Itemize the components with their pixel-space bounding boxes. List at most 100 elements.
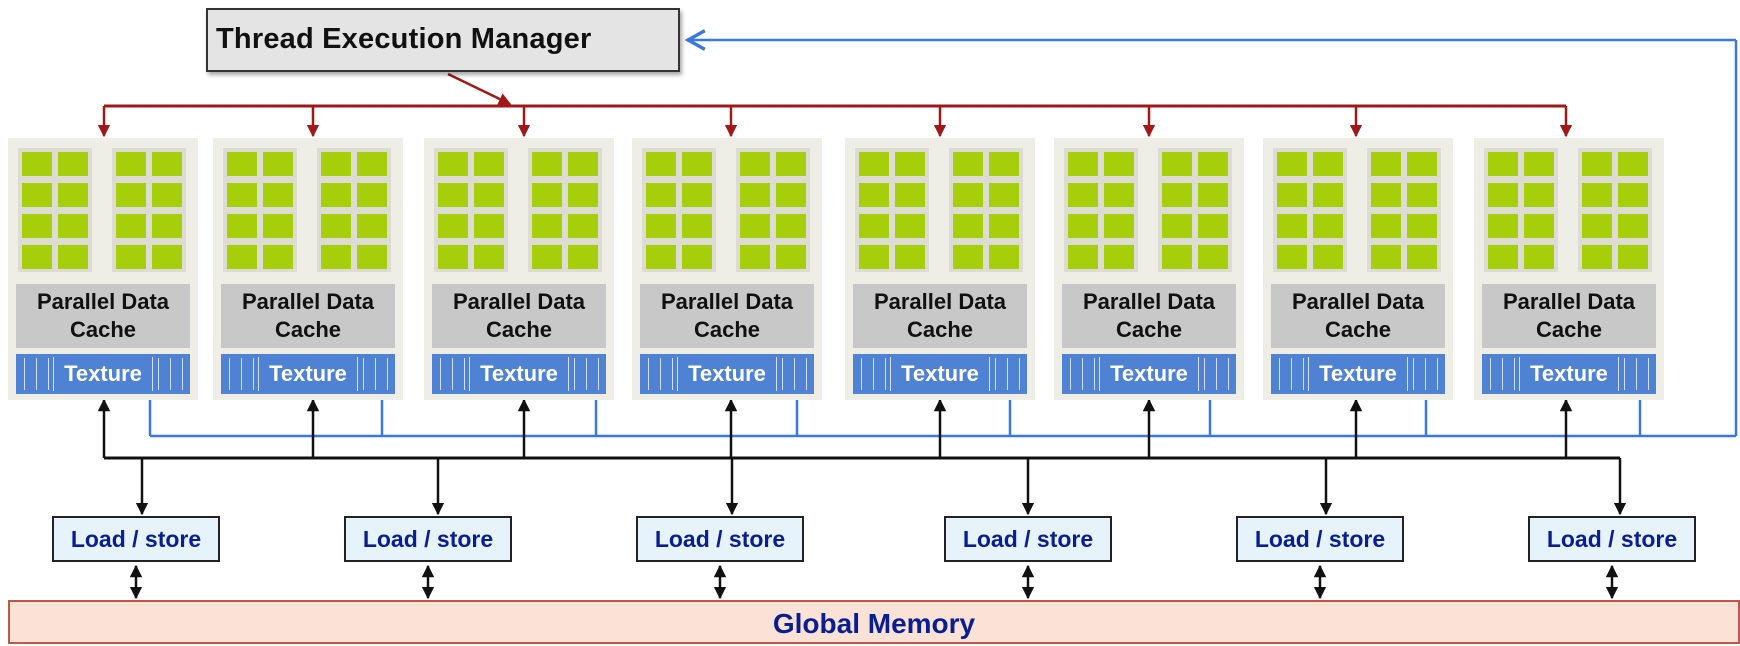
processor-core bbox=[1488, 183, 1518, 207]
texture-slot bbox=[182, 358, 183, 390]
processor-core bbox=[1162, 214, 1192, 238]
processor-core bbox=[740, 183, 770, 207]
processor-core bbox=[1582, 214, 1612, 238]
texture-unit: Texture bbox=[1271, 354, 1445, 394]
processor-core bbox=[152, 214, 182, 238]
core-group bbox=[1158, 148, 1232, 272]
processor-core bbox=[1198, 183, 1228, 207]
processor-core bbox=[568, 152, 598, 176]
processor-core bbox=[22, 214, 52, 238]
processor-core bbox=[568, 214, 598, 238]
processor-core bbox=[227, 245, 257, 269]
texture-unit: Texture bbox=[1482, 354, 1656, 394]
processor-core bbox=[116, 214, 146, 238]
processor-core bbox=[116, 183, 146, 207]
processor-core bbox=[776, 214, 806, 238]
processor-core bbox=[1313, 245, 1343, 269]
processor-core bbox=[776, 152, 806, 176]
core-group bbox=[949, 148, 1023, 272]
processor-core bbox=[1371, 214, 1401, 238]
texture-slot bbox=[1303, 358, 1304, 390]
processor-core bbox=[1162, 152, 1192, 176]
processor-core bbox=[227, 183, 257, 207]
processor-core bbox=[1618, 214, 1648, 238]
processor-core bbox=[989, 245, 1019, 269]
processor-core bbox=[321, 152, 351, 176]
parallel-data-cache-label: Parallel Data Cache bbox=[1082, 289, 1216, 342]
processor-core bbox=[1277, 183, 1307, 207]
processor-core bbox=[682, 152, 712, 176]
processor-core bbox=[263, 214, 293, 238]
texture-slot bbox=[24, 358, 25, 390]
processor-core bbox=[58, 152, 88, 176]
core-group bbox=[1273, 148, 1347, 272]
texture-slot bbox=[1019, 358, 1020, 390]
processor-core bbox=[953, 245, 983, 269]
texture-slot bbox=[1082, 358, 1083, 390]
parallel-data-cache: Parallel Data Cache bbox=[1482, 284, 1656, 348]
processor-core bbox=[22, 152, 52, 176]
load-store-unit: Load / store bbox=[1528, 516, 1696, 562]
texture-slot bbox=[1204, 358, 1205, 390]
processor-core bbox=[116, 245, 146, 269]
processor-core bbox=[227, 152, 257, 176]
processor-core bbox=[1198, 152, 1228, 176]
texture-slot bbox=[806, 358, 807, 390]
texture-unit: Texture bbox=[1062, 354, 1236, 394]
processor-core bbox=[568, 183, 598, 207]
core-group bbox=[855, 148, 929, 272]
processor-core bbox=[1488, 245, 1518, 269]
texture-slot bbox=[1094, 358, 1095, 390]
processor-core bbox=[646, 245, 676, 269]
processor-core bbox=[1407, 245, 1437, 269]
texture-slot bbox=[1425, 358, 1426, 390]
processor-core bbox=[357, 152, 387, 176]
parallel-data-cache: Parallel Data Cache bbox=[640, 284, 814, 348]
processor-core bbox=[1582, 245, 1612, 269]
texture-slot bbox=[586, 358, 587, 390]
load-store-unit: Load / store bbox=[52, 516, 220, 562]
texture-slot bbox=[1279, 358, 1280, 390]
processor-core bbox=[953, 152, 983, 176]
texture-slot bbox=[1291, 358, 1292, 390]
core-group bbox=[528, 148, 602, 272]
core-group bbox=[1578, 148, 1652, 272]
processor-core bbox=[1104, 183, 1134, 207]
texture-slot bbox=[452, 358, 453, 390]
processor-core bbox=[953, 183, 983, 207]
processor-core bbox=[776, 183, 806, 207]
processor-core bbox=[532, 152, 562, 176]
texture-slot bbox=[873, 358, 874, 390]
texture-slot bbox=[464, 358, 465, 390]
processor-core bbox=[58, 214, 88, 238]
texture-slot bbox=[1648, 358, 1649, 390]
texture-unit: Texture bbox=[853, 354, 1027, 394]
texture-slot bbox=[158, 358, 159, 390]
texture-slot bbox=[672, 358, 673, 390]
processor-core bbox=[263, 183, 293, 207]
processor-core bbox=[895, 183, 925, 207]
processor-core bbox=[1524, 245, 1554, 269]
parallel-data-cache: Parallel Data Cache bbox=[16, 284, 190, 348]
processor-core bbox=[1618, 245, 1648, 269]
parallel-data-cache-label: Parallel Data Cache bbox=[873, 289, 1007, 342]
texture-slot bbox=[1437, 358, 1438, 390]
processor-core bbox=[227, 214, 257, 238]
texture-label: Texture bbox=[890, 357, 990, 391]
processor-core bbox=[1277, 152, 1307, 176]
load-store-unit: Load / store bbox=[344, 516, 512, 562]
processor-core bbox=[682, 245, 712, 269]
load-store-unit: Load / store bbox=[944, 516, 1112, 562]
processor-core bbox=[58, 245, 88, 269]
parallel-data-cache-label: Parallel Data Cache bbox=[1291, 289, 1425, 342]
manager-dispatch-arrow bbox=[447, 72, 512, 106]
texture-slot bbox=[782, 358, 783, 390]
processor-core bbox=[1198, 245, 1228, 269]
texture-slot bbox=[48, 358, 49, 390]
processor-core bbox=[532, 245, 562, 269]
processor-core bbox=[321, 245, 351, 269]
processor-core bbox=[568, 245, 598, 269]
